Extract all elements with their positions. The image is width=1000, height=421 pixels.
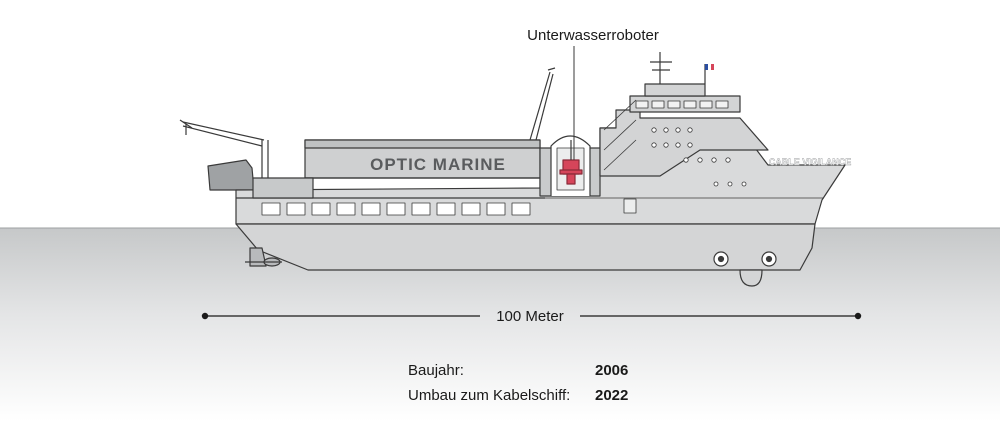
- sonar-dome: [739, 269, 763, 287]
- bow-portholes: [713, 181, 747, 187]
- hull-lower: [235, 223, 816, 271]
- hull-door: [623, 198, 637, 214]
- fact-value-conversion: 2022: [595, 387, 629, 404]
- aft-deck-house: [252, 177, 314, 199]
- aft-gantry: [207, 159, 255, 191]
- scale-end-dot: [854, 312, 862, 320]
- hull-text: OPTIC MARINE: [370, 155, 506, 174]
- hull-portholes-row: [261, 202, 531, 216]
- stairs: [603, 99, 637, 171]
- superstructure: [599, 109, 769, 177]
- fact-label-conversion: Umbau zum Kabelschiff:: [408, 387, 571, 404]
- bridge-windows: [635, 100, 729, 109]
- superstructure-portholes: [651, 127, 731, 163]
- ship: [179, 52, 846, 287]
- bow-thrusters: [713, 251, 777, 267]
- callout-label: Unterwasserroboter: [527, 27, 659, 44]
- underwater-robot-icon: [559, 140, 583, 185]
- scale-start-dot: [201, 312, 209, 320]
- fact-value-year-built: 2006: [595, 362, 629, 379]
- propeller-icon: [245, 247, 282, 267]
- bow-name: CABLE VIGILANCE: [769, 157, 852, 167]
- scale-bar: 100 Meter: [201, 308, 862, 325]
- fact-label-year-built: Baujahr:: [408, 362, 464, 379]
- scale-label: 100 Meter: [496, 308, 564, 325]
- bow-crane: [529, 67, 556, 141]
- mast: [650, 52, 706, 84]
- stern-crane: [179, 119, 269, 178]
